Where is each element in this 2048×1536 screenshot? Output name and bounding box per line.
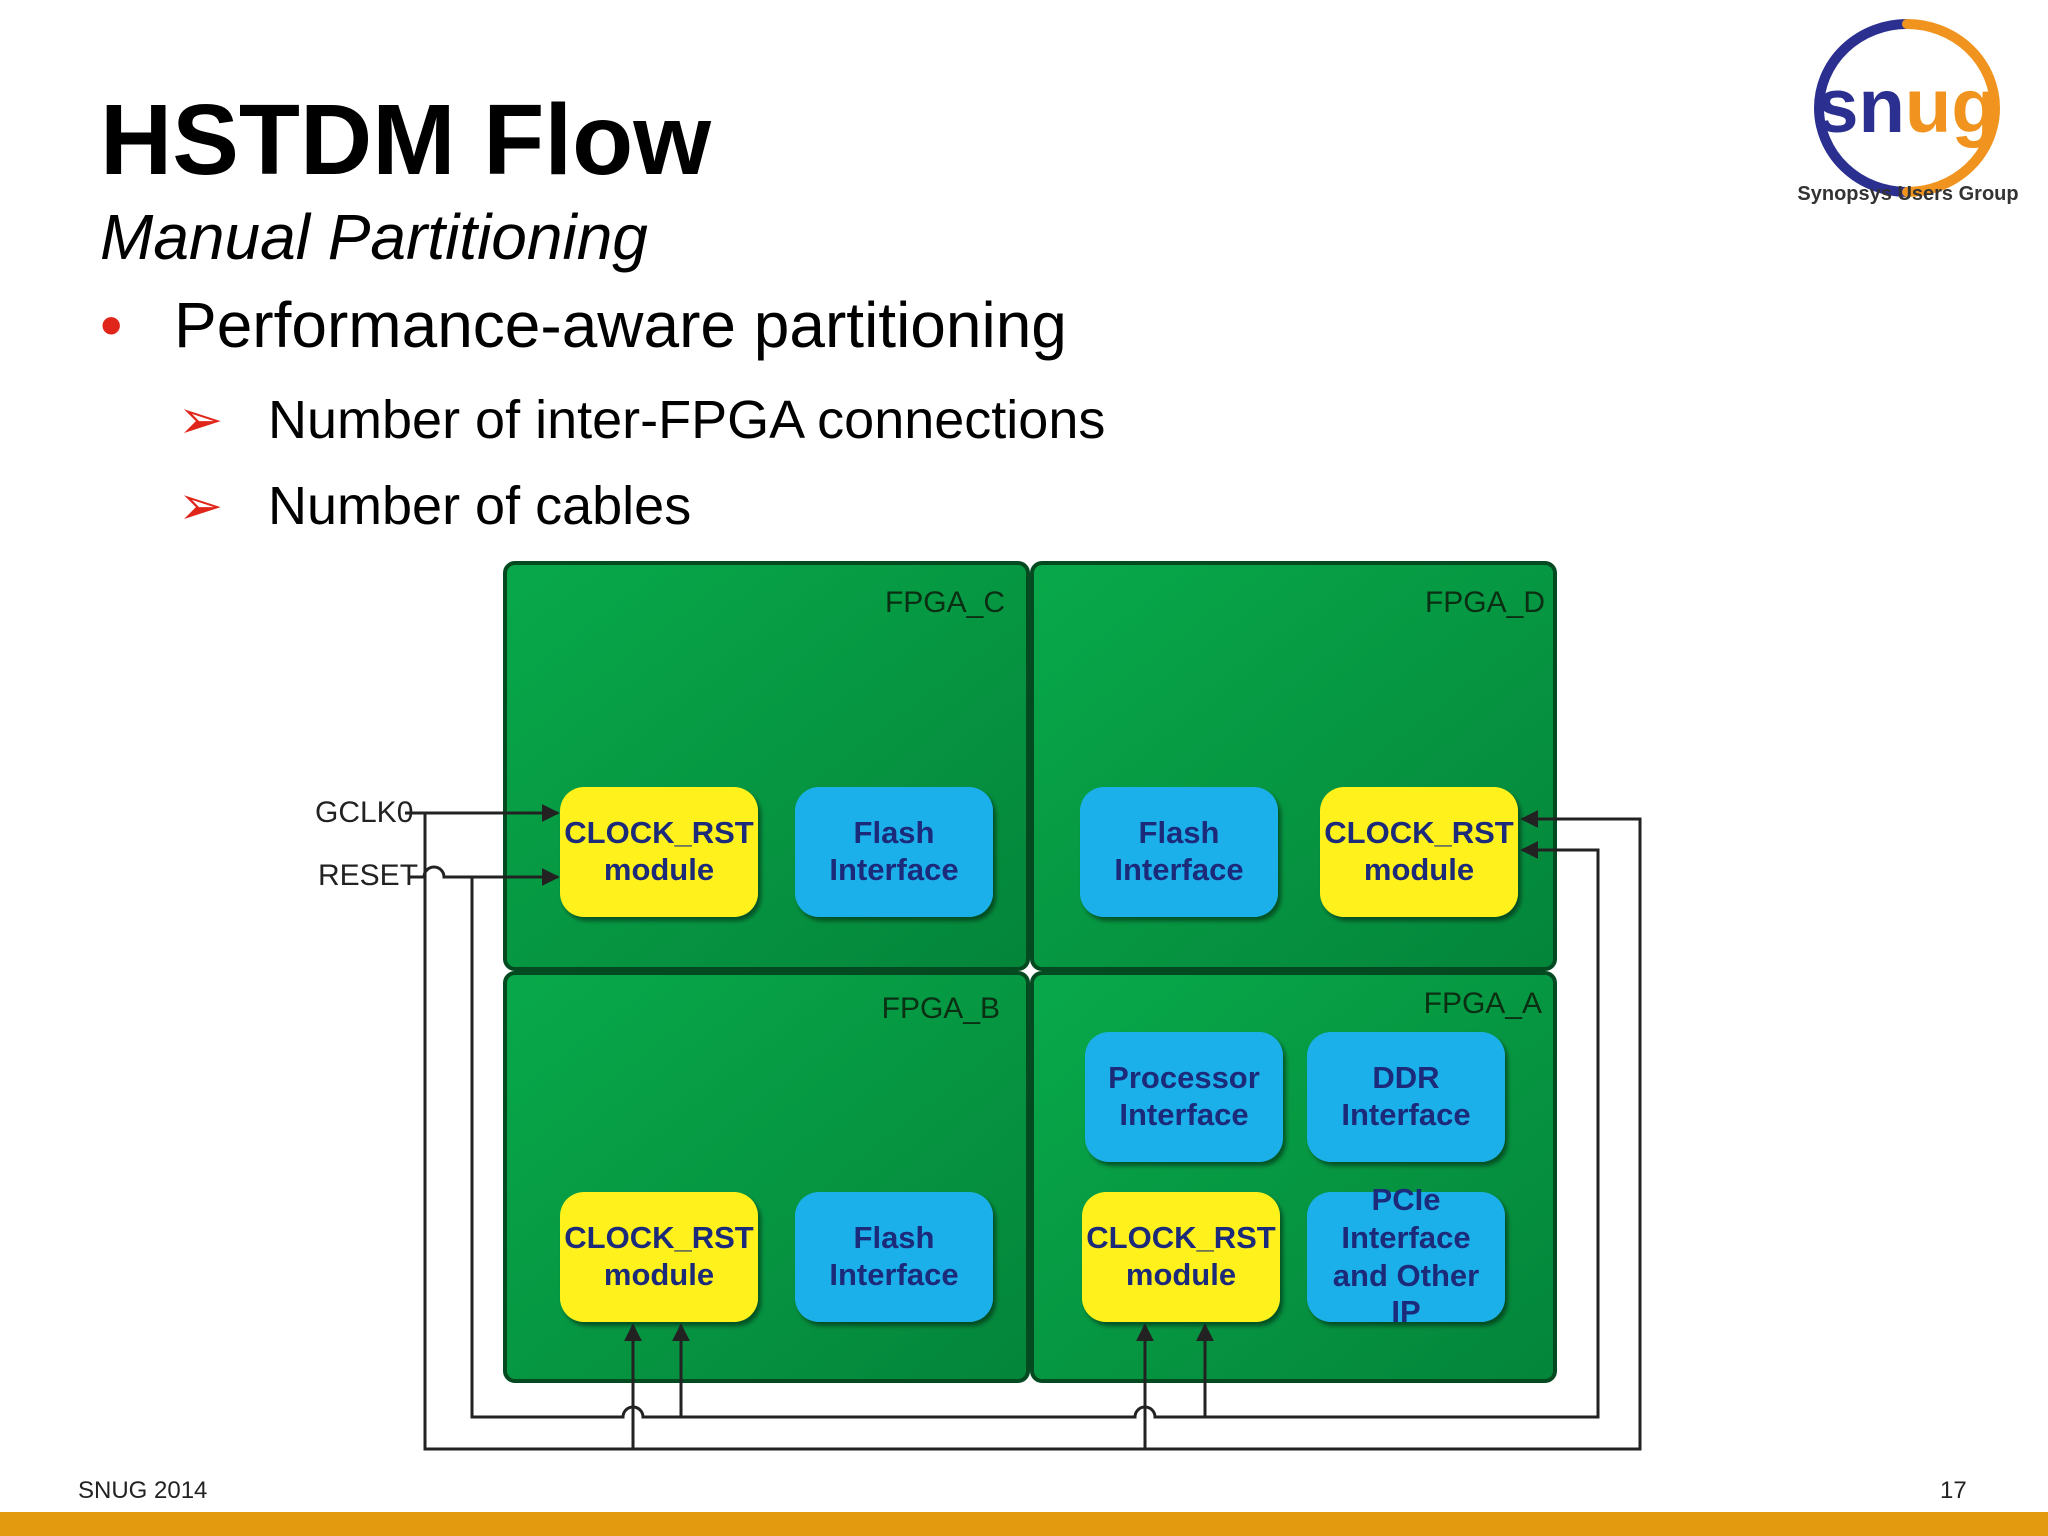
- fpga-a-ddr-interface: DDR Interface: [1307, 1032, 1505, 1162]
- footer-event: SNUG 2014: [78, 1477, 208, 1504]
- sub-bullet-text: Number of cables: [268, 476, 692, 536]
- fpga-d-clock-rst-module: CLOCK_RST module: [1320, 787, 1518, 917]
- module-line: Processor: [1108, 1060, 1260, 1095]
- module-line: module: [1364, 852, 1474, 887]
- fpga-b-label: FPGA_B: [882, 992, 1000, 1025]
- bullet-dot-icon: •: [100, 289, 123, 361]
- sub-bullet-item: ➢ Number of inter-FPGA connections: [178, 393, 1105, 447]
- slide-subtitle: Manual Partitioning: [100, 201, 648, 273]
- module-line: Interface: [829, 852, 958, 887]
- module-line: PCIe: [1372, 1182, 1441, 1217]
- bullet-item: •Performance-aware partitioning: [100, 293, 1067, 357]
- fpga-a-label: FPGA_A: [1424, 987, 1542, 1020]
- slide-title: HSTDM Flow: [100, 84, 712, 196]
- fpga-b-flash-interface: Flash Interface: [795, 1192, 993, 1322]
- logo-tagline: Synopsys Users Group: [1797, 183, 2019, 205]
- snug-logo-icon: snug: [1814, 19, 2000, 197]
- wire-network: [405, 804, 1642, 1451]
- footer-accent-bar: [0, 1512, 2048, 1536]
- logo-text: snug: [1816, 64, 1998, 149]
- module-line: and Other: [1333, 1258, 1479, 1293]
- module-line: module: [604, 852, 714, 887]
- fpga-partition-diagram: FPGA_C FPGA_D FPGA_B FPGA_A CLOCK_RST mo…: [315, 561, 1642, 1451]
- module-line: CLOCK_RST: [1324, 815, 1514, 850]
- fpga-a-pcie-interface: PCIe Interface and Other IP: [1307, 1182, 1505, 1329]
- module-line: Interface: [1341, 1220, 1470, 1255]
- module-line: Interface: [1119, 1097, 1248, 1132]
- fpga-c-clock-rst-module: CLOCK_RST module: [560, 787, 758, 917]
- fpga-d-flash-interface: Flash Interface: [1080, 787, 1278, 917]
- arrow-bullet-icon: ➢: [178, 476, 224, 536]
- module-line: Interface: [1341, 1097, 1470, 1132]
- sub-bullet-text: Number of inter-FPGA connections: [268, 390, 1106, 450]
- module-line: module: [604, 1257, 714, 1292]
- sub-bullet-item: ➢ Number of cables: [178, 479, 691, 533]
- module-line: Interface: [1114, 852, 1243, 887]
- page-number: 17: [1940, 1477, 1967, 1504]
- fpga-d-label: FPGA_D: [1425, 586, 1545, 619]
- module-line: Interface: [829, 1257, 958, 1292]
- module-line: CLOCK_RST: [1086, 1220, 1276, 1255]
- module-line: IP: [1391, 1294, 1420, 1329]
- module-line: Flash: [854, 815, 935, 850]
- arrow-bullet-icon: ➢: [178, 390, 224, 450]
- reset-label: RESET: [318, 859, 418, 892]
- gclk0-label: GCLK0: [315, 796, 413, 829]
- fpga-b-clock-rst-module: CLOCK_RST module: [560, 1192, 758, 1322]
- module-line: DDR: [1372, 1060, 1439, 1095]
- module-line: Flash: [1139, 815, 1220, 850]
- fpga-c-flash-interface: Flash Interface: [795, 787, 993, 917]
- fpga-a-processor-interface: Processor Interface: [1085, 1032, 1283, 1162]
- fpga-a-clock-rst-module: CLOCK_RST module: [1082, 1192, 1280, 1322]
- module-line: module: [1126, 1257, 1236, 1292]
- module-line: CLOCK_RST: [564, 815, 754, 850]
- module-line: CLOCK_RST: [564, 1220, 754, 1255]
- bullet-text: Performance-aware partitioning: [174, 289, 1067, 361]
- module-line: Flash: [854, 1220, 935, 1255]
- fpga-c-label: FPGA_C: [885, 586, 1005, 619]
